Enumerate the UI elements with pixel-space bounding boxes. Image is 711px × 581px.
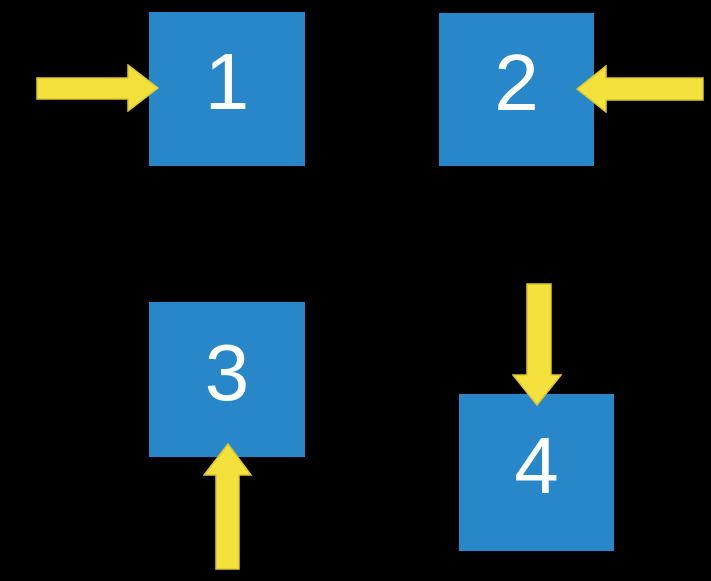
box-1: 1: [149, 12, 305, 166]
box-4-label: 4: [514, 420, 559, 510]
box-4: 4: [459, 394, 614, 551]
left-arrow-icon: [576, 65, 704, 113]
box-2-label: 2: [494, 37, 539, 127]
box-2: 2: [439, 13, 594, 166]
box-3-label: 3: [204, 327, 250, 417]
right-arrow-icon: [36, 64, 160, 112]
up-arrow-icon: [203, 443, 253, 570]
box-3: 3: [149, 302, 305, 457]
down-arrow-icon: [512, 283, 562, 407]
box-1-label: 1: [204, 37, 250, 126]
